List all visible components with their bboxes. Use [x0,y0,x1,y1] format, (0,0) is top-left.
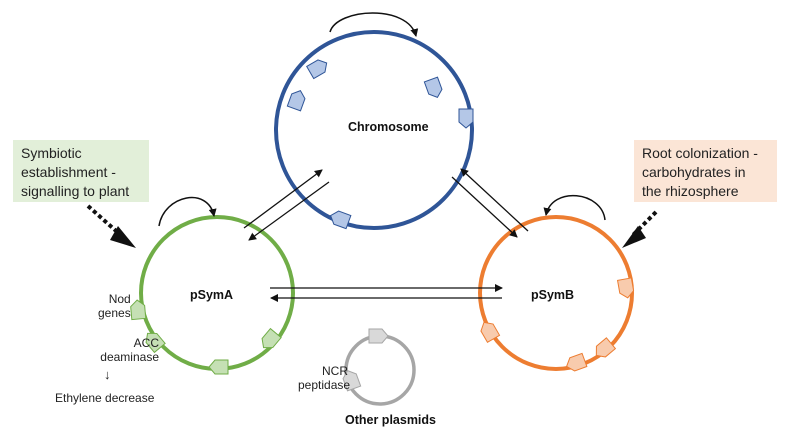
psymb-label: pSymB [531,288,575,302]
arrow-chromosome-to-psymb [451,176,518,238]
down-arrow-glyph: ↓ [104,367,111,382]
left-box-arrowhead [110,226,136,248]
arrow-psyma-to-chromosome [243,169,323,229]
psymb-self-arrow [543,194,606,221]
chromosome-gene-5 [329,210,352,230]
symbiotic-establishment-box: Symbiotic establishment - signalling to … [13,140,149,202]
gene-markers [130,59,635,392]
root-colonization-box: Root colonization - carbohydrates in the… [634,140,777,202]
psymb-gene-3 [565,352,588,372]
psymb-gene-4 [595,337,617,358]
arrow-chromosome-to-psyma [248,181,330,241]
other-plasmids-label: Other plasmids [345,413,436,427]
psyma-acc-gene [145,332,166,354]
chromosome-gene-1 [306,59,328,80]
arrow-psymb-to-chromosome [460,168,529,232]
other-gene-2 [342,369,362,392]
chromosome-gene-3 [423,76,443,99]
chromosome-label: Chromosome [348,120,429,134]
left-box-dashed-arrow [86,204,126,240]
psyma-gene-4 [261,327,282,349]
psymb-gene-2 [480,321,501,343]
acc-deaminase-label: ACC deaminase [100,336,159,364]
chromosome-self-arrow [329,12,419,37]
psyma-nod-gene [130,299,147,321]
ethylene-decrease-label: Ethylene decrease [55,391,155,405]
psymb-gene-1 [616,277,635,299]
psyma-label: pSymA [190,288,234,302]
other-plasmid-circle [344,334,416,406]
nod-genes-label: Nod genes [98,292,131,320]
chromosome-gene-4 [458,108,474,129]
chromosome-gene-2 [286,89,306,112]
chromosome-circle [274,30,474,230]
psyma-gene-3 [208,359,229,375]
ncr-peptidase-label: NCR peptidase [298,364,351,392]
other-gene-1 [368,328,389,344]
right-box-arrowhead [622,226,646,248]
psyma-self-arrow [158,196,217,227]
